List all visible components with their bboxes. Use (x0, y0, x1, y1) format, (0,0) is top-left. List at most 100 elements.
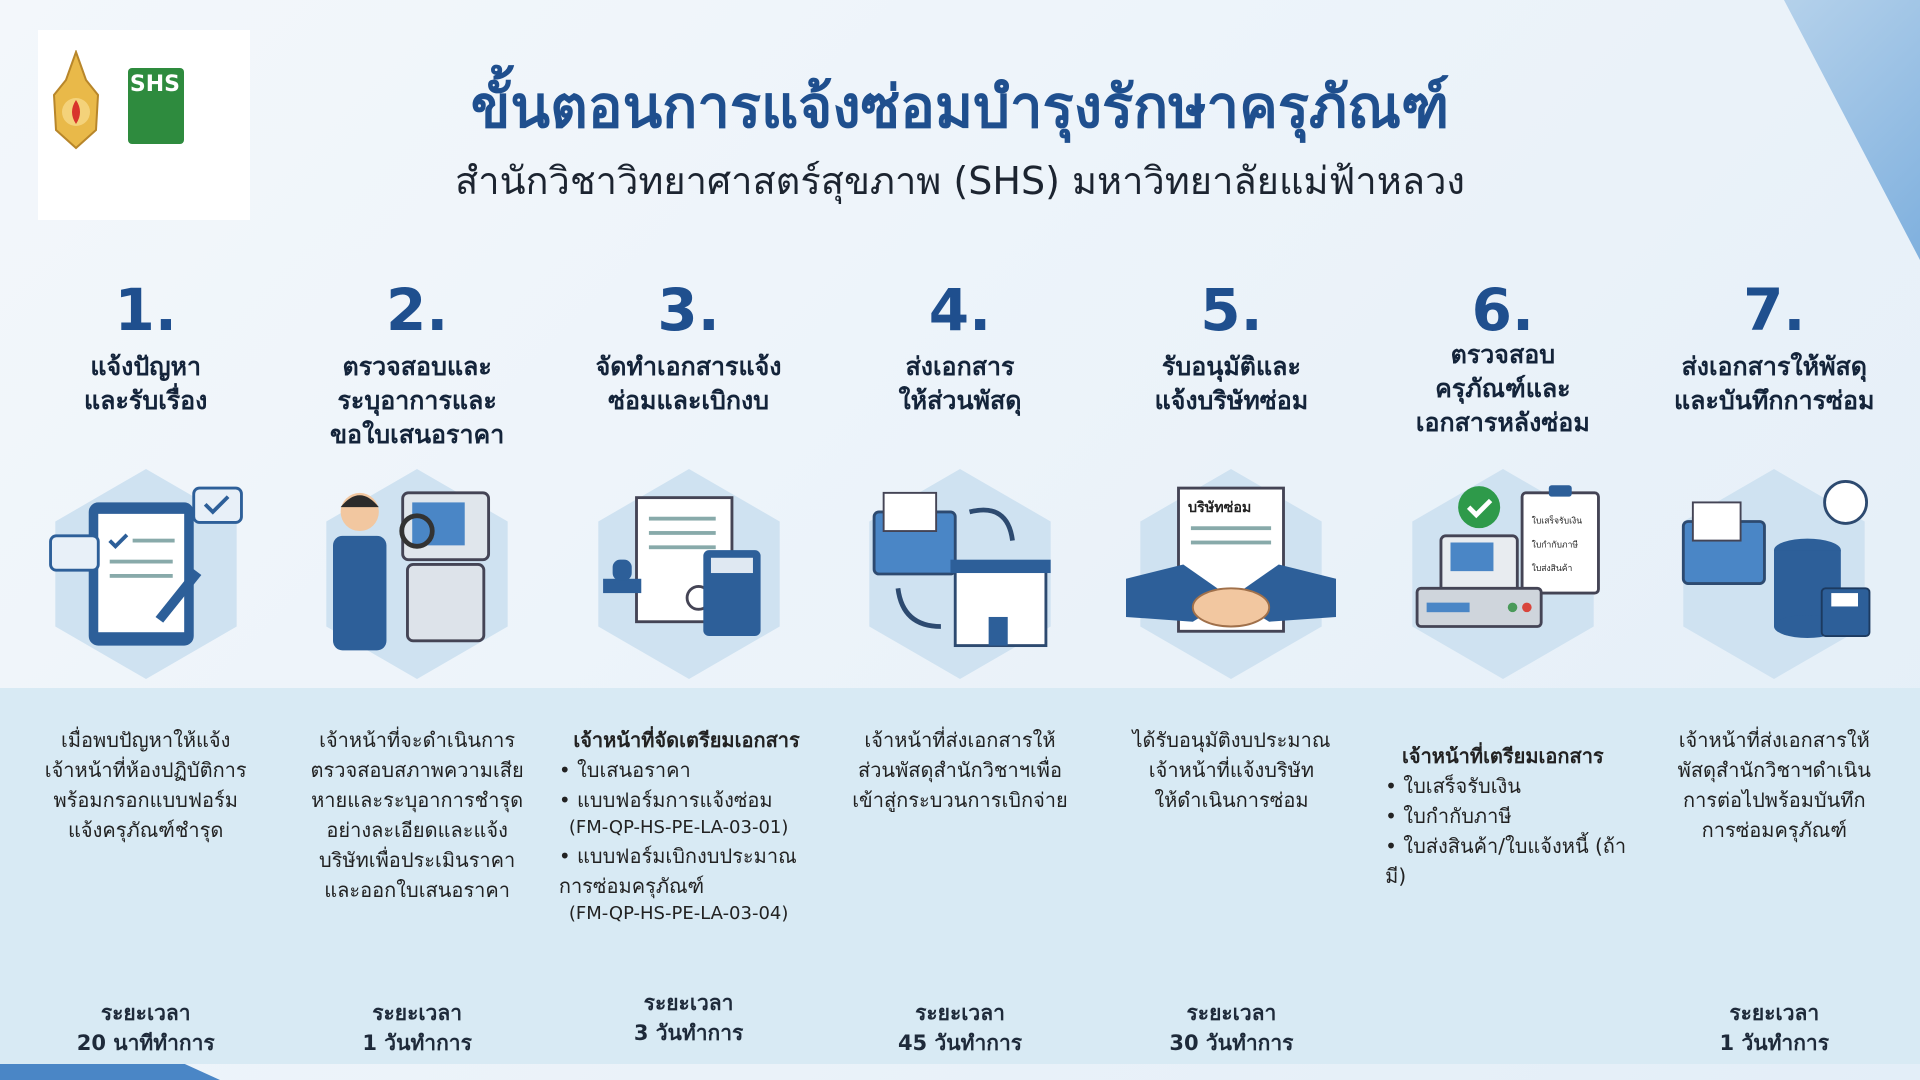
description-line: พร้อมกรอกแบบฟอร์ม (53, 788, 238, 812)
title-line: ตรวจสอบ (1450, 340, 1556, 369)
title-line: รับอนุมัติและ (1161, 352, 1301, 381)
step-1: 1. แจ้งปัญหาและรับเรื่อง เมื่อพบปัญหาให้… (10, 270, 281, 1060)
description-line: ตรวจสอบสภาพความเสีย (310, 758, 524, 782)
document-item: ใบกำกับภาษี (1385, 801, 1634, 831)
step-title: ตรวจสอบครุภัณฑ์และเอกสารหลังซ่อม (1367, 338, 1638, 442)
description-lead: เจ้าหน้าที่จัดเตรียมเอกสาร (573, 728, 800, 752)
description-line: อย่างละเอียดและแจ้ง (326, 818, 508, 842)
document-item: แบบฟอร์มการแจ้งซ่อม (559, 785, 820, 815)
description-line: การซ่อมครุภัณฑ์ (1701, 818, 1847, 842)
step-title: รับอนุมัติและแจ้งบริษัทซ่อม (1096, 350, 1367, 454)
shs-logo: SHS (128, 68, 184, 144)
duration-value: 20 นาทีทำการ (76, 1031, 215, 1055)
step-5: 5. รับอนุมัติและแจ้งบริษัทซ่อม บริษัทซ่อ… (1096, 270, 1367, 1060)
logo-text: SHS (129, 72, 180, 97)
duration-value: 30 วันทำการ (1169, 1031, 1294, 1055)
step-description: เมื่อพบปัญหาให้แจ้งเจ้าหน้าที่ห้องปฏิบัต… (10, 725, 281, 845)
step-number: 2. (385, 276, 449, 344)
step-description: เจ้าหน้าที่ส่งเอกสารให้พัสดุสำนักวิชาฯดำ… (1639, 725, 1910, 845)
title-line: ตรวจสอบและ (342, 352, 492, 381)
description-line: เจ้าหน้าที่ส่งเอกสารให้ (864, 728, 1056, 752)
duration-label: ระยะเวลา (643, 991, 734, 1015)
step-duration: ระยะเวลา 1 วันทำการ (1639, 998, 1910, 1058)
step-title: ตรวจสอบและระบุอาการและขอใบเสนอราคา (281, 350, 552, 454)
document-item: แบบฟอร์มเบิกงบประมาณ การซ่อมครุภัณฑ์ (559, 841, 820, 901)
form-code: (FM-QP-HS-PE-LA-03-04) (568, 903, 789, 924)
description-line: ส่วนพัสดุสำนักวิชาฯเพื่อ (857, 758, 1062, 782)
corner-decoration (0, 1060, 220, 1080)
machine-checklist-icon: ใบเสร็จรับเงิน ใบกำกับภาษี ใบส่งสินค้า (1412, 469, 1600, 679)
tablet-form-icon (48, 469, 243, 679)
title-line: และบันทึกการซ่อม (1674, 386, 1875, 415)
description-line: เจ้าหน้าที่จะดำเนินการ (319, 728, 516, 752)
description-line: เมื่อพบปัญหาให้แจ้ง (61, 728, 231, 752)
duration-label: ระยะเวลา (1186, 1001, 1277, 1025)
step-7: 7. ส่งเอกสารให้พัสดุและบันทึกการซ่อม เจ้… (1639, 270, 1910, 1060)
duration-label: ระยะเวลา (372, 1001, 463, 1025)
description-line: เข้าสู่กระบวนการเบิกจ่าย (852, 788, 1068, 812)
document-item: ใบส่งสินค้า/ใบแจ้งหนี้ (ถ้ามี) (1385, 831, 1634, 891)
page-subtitle: สำนักวิชาวิทยาศาสตร์สุขภาพ (SHS) มหาวิทย… (455, 159, 1465, 203)
title-line: ระบุอาการและ (337, 386, 497, 415)
document-list: แบบฟอร์มเบิกงบประมาณ การซ่อมครุภัณฑ์ (553, 841, 820, 901)
form-code: (FM-QP-HS-PE-LA-03-01) (568, 817, 789, 838)
step-number: 7. (1743, 276, 1806, 344)
step-number: 4. (928, 276, 992, 344)
document-item: ใบเสนอราคา (559, 755, 820, 785)
checklist-item: ใบกำกับภาษี (1531, 539, 1578, 550)
checklist-item: ใบเสร็จรับเงิน (1531, 514, 1582, 526)
description-line: หายและระบุอาการชำรุด (311, 788, 524, 812)
title-line: เอกสารหลังซ่อม (1415, 408, 1590, 437)
title-line: ซ่อมและเบิกงบ (608, 386, 770, 415)
description-line: ได้รับอนุมัติงบประมาณ (1132, 728, 1331, 752)
step-title: ส่งเอกสารให้พัสดุและบันทึกการซ่อม (1639, 350, 1910, 454)
technician-inspecting-machine-icon (326, 469, 508, 679)
step-duration: ระยะเวลา 45 วันทำการ (824, 998, 1095, 1058)
step-description: เจ้าหน้าที่ส่งเอกสารให้ส่วนพัสดุสำนักวิช… (824, 725, 1095, 815)
step-6: 6. ตรวจสอบครุภัณฑ์และเอกสารหลังซ่อม ใบเส… (1367, 270, 1638, 1060)
document-list: ใบเสนอราคา แบบฟอร์มการแจ้งซ่อม (553, 755, 820, 815)
document-list: ใบเสร็จรับเงิน ใบกำกับภาษี ใบส่งสินค้า/ใ… (1371, 771, 1634, 891)
description-line: แจ้งครุภัณฑ์ชำรุด (68, 818, 224, 842)
documents-calculator-icon (597, 469, 780, 679)
description-line: และออกใบเสนอราคา (324, 878, 511, 902)
duration-label: ระยะเวลา (915, 1001, 1005, 1025)
description-line: พัสดุสำนักวิชาฯดำเนิน (1677, 758, 1871, 782)
duration-label: ระยะเวลา (1729, 1001, 1820, 1025)
logo-area: SHS (38, 30, 250, 220)
step-description: ได้รับอนุมัติงบประมาณเจ้าหน้าที่แจ้งบริษ… (1096, 725, 1367, 815)
title-line: และรับเรื่อง (84, 386, 208, 415)
description-lead: เจ้าหน้าที่เตรียมเอกสาร (1402, 744, 1604, 768)
steps: 1. แจ้งปัญหาและรับเรื่อง เมื่อพบปัญหาให้… (10, 270, 1910, 1060)
title-line: ส่งเอกสาร (905, 352, 1015, 381)
duration-value: 1 วันทำการ (1719, 1031, 1830, 1055)
step-duration: ระยะเวลา 30 วันทำการ (1096, 998, 1367, 1058)
step-title: ส่งเอกสารให้ส่วนพัสดุ (824, 350, 1095, 454)
handshake-contract-icon: บริษัทซ่อม (1126, 469, 1337, 679)
title-line: ให้ส่วนพัสดุ (898, 386, 1022, 415)
step-number: 6. (1471, 276, 1535, 344)
step-2: 2. ตรวจสอบและระบุอาการและขอใบเสนอราคา เจ… (281, 270, 552, 1060)
description-line: การต่อไปพร้อมบันทึก (1682, 788, 1866, 812)
page-title: ขั้นตอนการแจ้งซ่อมบำรุงรักษาครุภัณฑ์ (470, 73, 1450, 141)
step-title: จัดทำเอกสารแจ้งซ่อมและเบิกงบ (553, 350, 824, 454)
description-line: บริษัทเพื่อประเมินราคา (318, 848, 516, 872)
step-number: 1. (114, 276, 177, 344)
step-description: เจ้าหน้าที่จัดเตรียมเอกสาร ใบเสนอราคา แบ… (553, 725, 824, 927)
title-line: ขอใบเสนอราคา (329, 420, 505, 449)
university-logo-icon (52, 50, 100, 150)
step-description: เจ้าหน้าที่จะดำเนินการตรวจสอบสภาพความเสี… (281, 725, 552, 905)
step-description: เจ้าหน้าที่เตรียมเอกสาร ใบเสร็จรับเงิน ใ… (1367, 741, 1638, 891)
title-line: แจ้งปัญหา (90, 352, 202, 381)
contract-label: บริษัทซ่อม (1188, 499, 1251, 516)
duration-value: 45 วันทำการ (897, 1031, 1023, 1055)
folder-database-icon (1682, 469, 1871, 679)
step-duration: ระยะเวลา 20 นาทีทำการ (10, 998, 281, 1058)
step-4: 4. ส่งเอกสารให้ส่วนพัสดุ เจ้าหน้าที่ส่งเ… (824, 270, 1095, 1060)
step-number: 5. (1200, 276, 1263, 344)
description-line: เจ้าหน้าที่ส่งเอกสารให้ (1678, 728, 1870, 752)
description-line: เจ้าหน้าที่แจ้งบริษัท (1148, 758, 1315, 782)
duration-label: ระยะเวลา (100, 1001, 191, 1025)
